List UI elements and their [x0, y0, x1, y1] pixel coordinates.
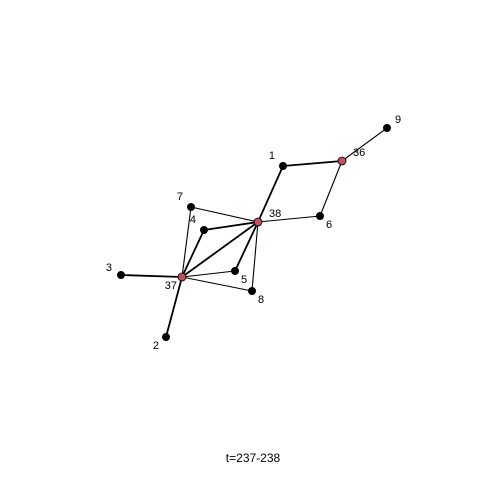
node-label-9: 9 [395, 114, 401, 126]
node-1 [278, 161, 287, 170]
node-label-38: 38 [269, 208, 281, 220]
edge-7-38 [190, 206, 259, 223]
node-label-5: 5 [241, 274, 247, 286]
edge-36-9 [341, 127, 388, 162]
node-label-6: 6 [326, 219, 332, 231]
node-label-1: 1 [269, 150, 275, 162]
node-label-37: 37 [165, 280, 177, 292]
edge-3-37 [120, 274, 183, 278]
node-label-4: 4 [190, 214, 196, 226]
node-2 [161, 332, 170, 341]
edges-layer [120, 127, 388, 338]
node-5 [230, 266, 239, 275]
node-label-7: 7 [177, 191, 183, 203]
node-8 [247, 286, 256, 295]
labels-layer: 1 2 3 4 5 6 7 8 9 36 37 38 [106, 114, 401, 352]
node-3 [117, 270, 126, 279]
node-4 [199, 225, 208, 234]
graph-caption: t=237-238 [226, 451, 281, 465]
node-37 [177, 272, 187, 282]
node-label-8: 8 [258, 294, 264, 306]
edge-5-37 [181, 270, 236, 278]
edge-7-37 [181, 206, 192, 278]
edge-8-37 [181, 276, 253, 292]
node-38 [253, 217, 263, 227]
node-label-36: 36 [353, 147, 365, 159]
nodes-layer [117, 124, 391, 341]
node-6 [315, 211, 324, 220]
edge-36-6 [319, 160, 343, 217]
node-label-3: 3 [106, 262, 112, 274]
edge-2-37 [165, 276, 183, 338]
node-7 [186, 202, 195, 211]
node-36 [337, 156, 347, 166]
edge-1-38 [257, 165, 284, 223]
edge-1-36 [282, 160, 343, 167]
edge-4-37 [181, 229, 205, 278]
edge-5-38 [234, 221, 259, 272]
edge-37-38 [181, 221, 259, 278]
node-label-2: 2 [153, 340, 159, 352]
edge-6-38 [257, 215, 321, 223]
edge-8-38 [251, 221, 259, 292]
node-9 [382, 124, 391, 133]
edge-4-38 [203, 221, 259, 231]
